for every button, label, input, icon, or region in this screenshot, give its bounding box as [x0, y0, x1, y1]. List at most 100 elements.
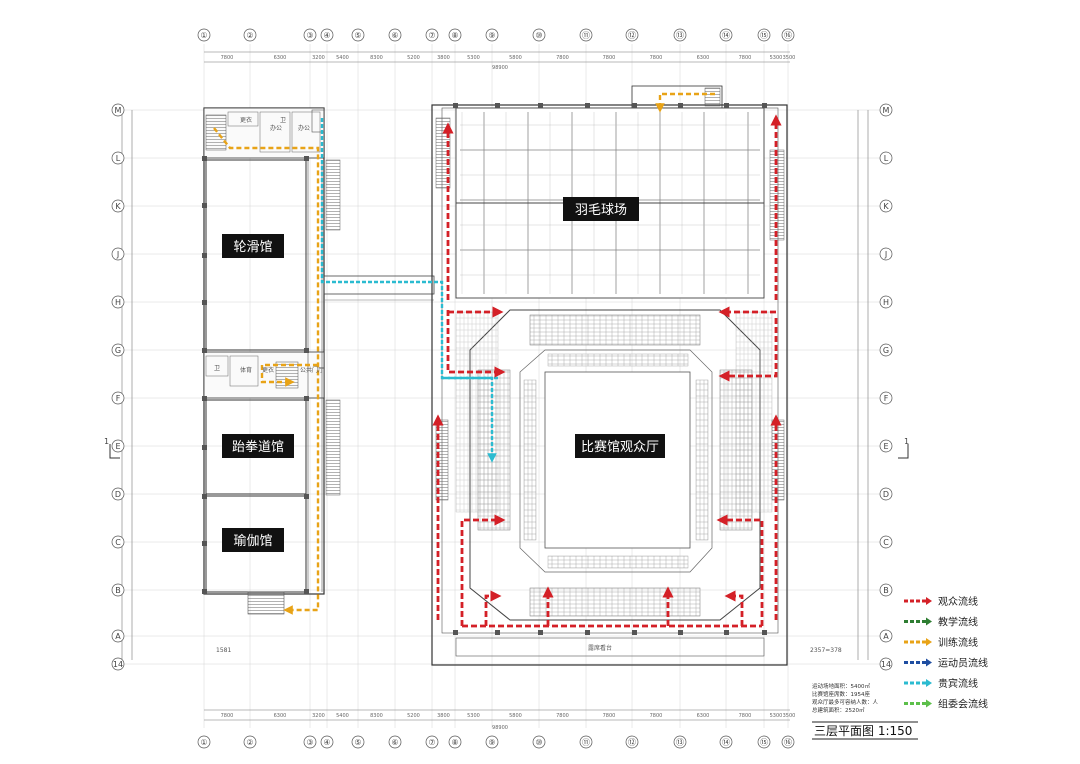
- row-bubble-right: M: [879, 103, 893, 117]
- bottom-stand-note: 露席看台: [588, 644, 612, 652]
- row-bubble-left-label: M: [115, 106, 122, 115]
- column-bubble-top-label: ⑧: [451, 31, 458, 40]
- small-room-labels: 办公办公更衣更衣卫卫体育公共门厅: [214, 116, 324, 374]
- room-skating: 轮滑馆: [222, 234, 284, 258]
- row-bubble-right-label: F: [884, 394, 889, 403]
- legend-label: 训练流线: [938, 636, 978, 649]
- row-bubble-left: F: [111, 391, 125, 405]
- dimension-value: 7800: [603, 713, 616, 719]
- column-bubble-bottom-label: ③: [306, 738, 313, 747]
- row-bubble-left-label: C: [115, 538, 121, 547]
- row-bubble-right: A: [879, 629, 893, 643]
- audience-flow: [432, 114, 782, 628]
- column-bubble-top: ⑨: [485, 28, 499, 42]
- dimension-value: 7800: [739, 713, 752, 719]
- row-bubble-right: 14: [879, 657, 893, 671]
- room-arena-label: 比赛馆观众厅: [581, 439, 659, 455]
- column-bubble-top-label: ⑮: [760, 31, 768, 40]
- row-bubble-left: H: [111, 295, 125, 309]
- column-bubble-top-label: ③: [306, 31, 313, 40]
- row-bubble-right: D: [879, 487, 893, 501]
- column-bubble-bottom: ①: [197, 735, 211, 749]
- room-badminton: 羽毛球场: [563, 197, 639, 221]
- row-bubble-left-label: D: [115, 490, 121, 499]
- column-bubble-bottom: ⑥: [388, 735, 402, 749]
- total-dimension-bottom: 98900: [492, 725, 508, 731]
- column-bubble-top: ⑫: [625, 28, 639, 42]
- small-room-label: 办公: [298, 124, 310, 132]
- room-yoga: 瑜伽馆: [222, 528, 284, 552]
- dimension-value: 5300: [467, 55, 480, 61]
- statistic-line: 总建筑面积：2520㎡: [812, 706, 865, 714]
- legend-arrow-icon: [926, 679, 932, 687]
- dimension-value: 5800: [509, 55, 522, 61]
- row-bubble-right-label: J: [884, 250, 887, 259]
- legend-arrow-icon: [926, 597, 932, 605]
- column-bubble-bottom: ⑤: [351, 735, 365, 749]
- column-bubble-bottom-label: ⑬: [676, 738, 684, 747]
- statistic-line: 观众厅最多可容纳人数：人: [812, 698, 879, 706]
- dimension-value: 7800: [650, 713, 663, 719]
- statistics-block: 运动场地面积：5400㎡比赛馆座席数：1954座观众厅最多可容纳人数：人总建筑面…: [812, 682, 879, 714]
- dimension-lines: [121, 51, 869, 721]
- left-area-note: 1581: [216, 647, 231, 654]
- row-bubble-left-label: B: [115, 586, 121, 595]
- column-bubble-bottom-label: ⑨: [488, 738, 495, 747]
- row-bubble-left: G: [111, 343, 125, 357]
- legend-item: 教学流线: [904, 616, 978, 629]
- room-arena: 比赛馆观众厅: [575, 434, 665, 458]
- legend-item: 组委会流线: [904, 698, 988, 711]
- room-yoga-label: 瑜伽馆: [233, 534, 272, 549]
- dimension-value: 5200: [407, 713, 420, 719]
- column-bubble-top-label: ⑫: [628, 31, 636, 40]
- legend-arrow-icon: [926, 699, 932, 708]
- left-wing: [202, 107, 341, 615]
- legend-label: 观众流线: [938, 595, 978, 608]
- dimension-value: 6300: [697, 55, 710, 61]
- row-bubble-right: L: [879, 151, 893, 165]
- row-bubble-left: B: [111, 583, 125, 597]
- dimension-value: 5400: [336, 713, 349, 719]
- legend-label: 组委会流线: [938, 698, 988, 711]
- column-bubble-bottom: ⑦: [425, 735, 439, 749]
- column-bubble-top-label: ②: [246, 31, 253, 40]
- legend-item: 运动员流线: [904, 657, 988, 670]
- row-bubble-left: K: [111, 199, 125, 213]
- dimension-value: 6300: [274, 55, 287, 61]
- column-bubble-bottom-label: ⑧: [451, 738, 458, 747]
- statistic-line: 运动场地面积：5400㎡: [812, 682, 870, 690]
- legend-arrow-icon: [926, 638, 932, 646]
- column-bubble-top: ⑮: [757, 28, 771, 42]
- row-bubble-right-label: E: [883, 442, 888, 451]
- row-bubble-left-label: J: [116, 250, 119, 259]
- dimension-value: 7800: [603, 55, 616, 61]
- column-bubble-bottom-label: ⑯: [784, 738, 792, 747]
- small-room-label: 更衣: [262, 366, 274, 374]
- column-bubble-bottom: ⑨: [485, 735, 499, 749]
- column-bubble-top: ⑥: [388, 28, 402, 42]
- row-bubble-right-label: H: [883, 298, 889, 307]
- statistic-line: 比赛馆座席数：1954座: [812, 690, 870, 698]
- column-bubble-top-label: ⑩: [535, 31, 542, 40]
- column-bubble-top: ⑯: [781, 28, 795, 42]
- small-room-label: 卫: [280, 117, 286, 124]
- legend-arrow-icon: [926, 658, 932, 667]
- row-bubble-right: C: [879, 535, 893, 549]
- row-bubble-right-label: K: [883, 202, 889, 211]
- legend-item: 贵宾流线: [904, 677, 978, 690]
- row-bubble-left: C: [111, 535, 125, 549]
- row-bubble-right: H: [879, 295, 893, 309]
- dimension-value: 8300: [370, 55, 383, 61]
- row-bubble-right: E: [879, 439, 893, 453]
- dimension-value: 3800: [437, 713, 450, 719]
- small-room-label: 公共门厅: [300, 366, 324, 374]
- row-bubble-left: E: [111, 439, 125, 453]
- column-bubble-bottom: ⑬: [673, 735, 687, 749]
- dimension-value: 5200: [407, 55, 420, 61]
- dimension-value: 7800: [650, 55, 663, 61]
- column-bubble-bottom: ⑫: [625, 735, 639, 749]
